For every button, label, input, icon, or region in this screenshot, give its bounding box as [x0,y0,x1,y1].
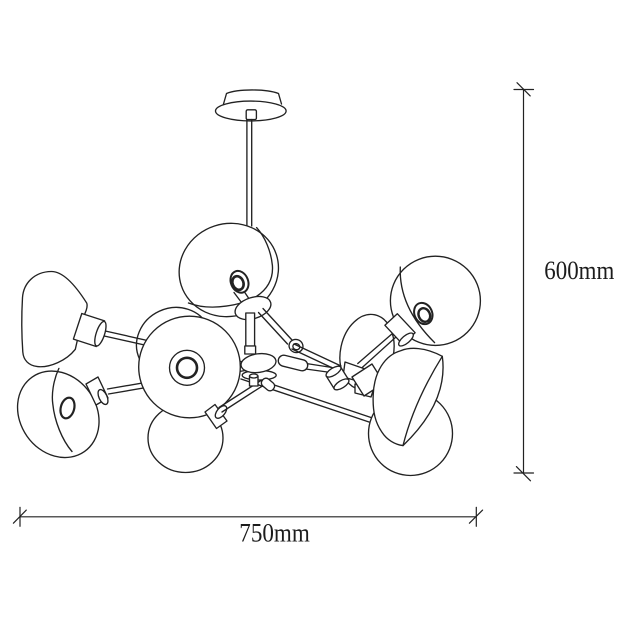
svg-text:600mm: 600mm [544,255,614,285]
svg-text:750mm: 750mm [239,518,310,548]
